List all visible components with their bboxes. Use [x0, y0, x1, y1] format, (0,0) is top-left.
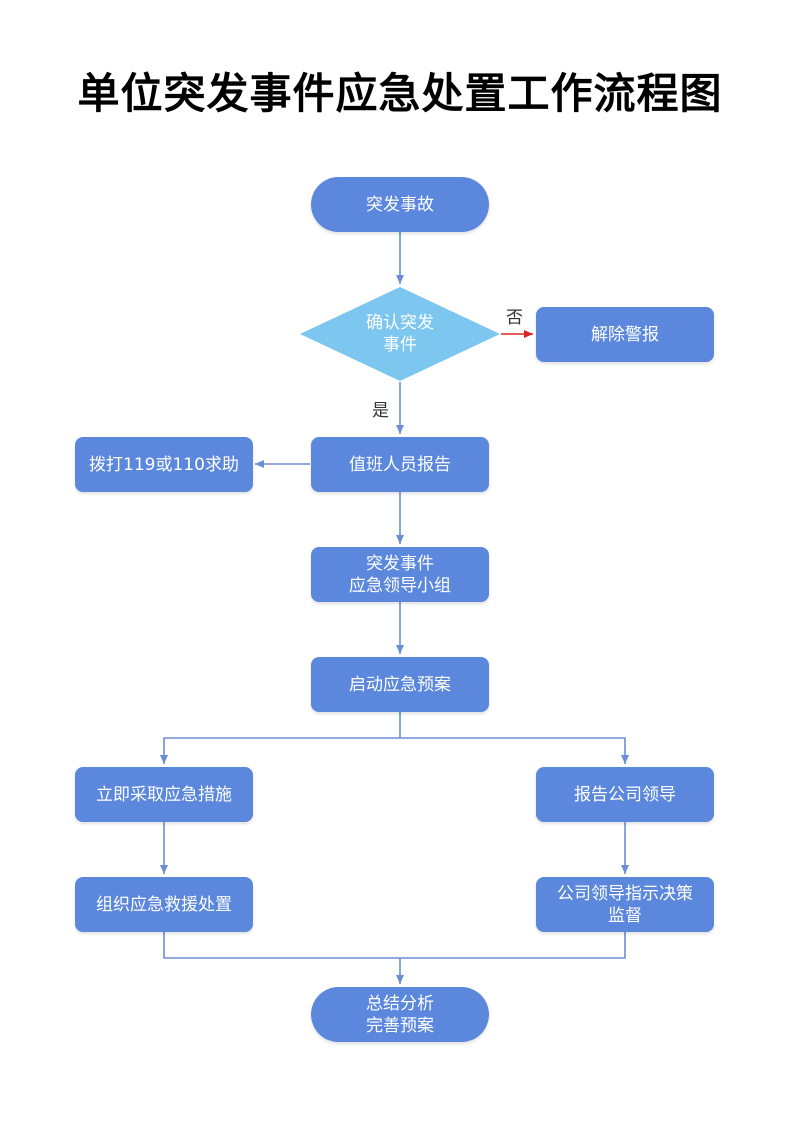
decision-label: 确认突发 事件 — [366, 313, 434, 355]
call-help-node: 拨打119或110求助 — [75, 437, 253, 492]
lift-alarm-node: 解除警报 — [536, 307, 714, 362]
no-label: 否 — [506, 308, 523, 328]
edge-rescue-merge — [163, 932, 400, 959]
edge-split-right — [400, 737, 629, 764]
rescue-node: 组织应急救援处置 — [75, 877, 253, 932]
leader-group-node: 突发事件 应急领导小组 — [311, 547, 489, 602]
start-node: 突发事故 — [311, 177, 489, 232]
edge-supervise-merge — [400, 932, 626, 959]
take-measures-node: 立即采取应急措施 — [75, 767, 253, 822]
page-title: 单位突发事件应急处置工作流程图 — [77, 69, 723, 118]
edge-split-left — [160, 737, 400, 764]
report-leader-node: 报告公司领导 — [536, 767, 714, 822]
leader-supervise-node: 公司领导指示决策 监督 — [536, 877, 714, 932]
yes-label: 是 — [372, 401, 389, 421]
decision-shape — [300, 287, 500, 381]
decision-node: 确认突发 事件 — [299, 286, 501, 382]
summary-node: 总结分析 完善预案 — [311, 987, 489, 1042]
start-plan-node: 启动应急预案 — [311, 657, 489, 712]
duty-report-node: 值班人员报告 — [311, 437, 489, 492]
